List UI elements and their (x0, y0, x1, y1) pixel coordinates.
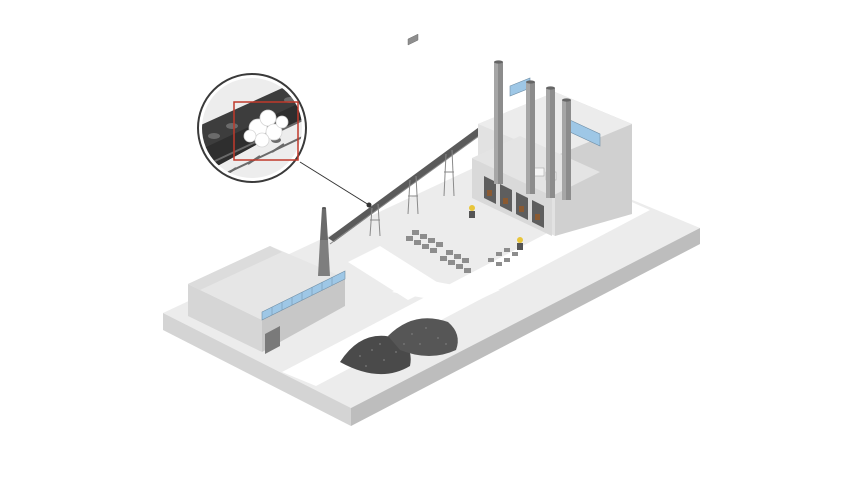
pallet-rows (406, 230, 518, 273)
warehouse-chimney (318, 207, 330, 276)
warehouse-door (265, 326, 280, 354)
smoke-cloud-icon (243, 109, 289, 148)
coal-pile-icon (340, 318, 458, 375)
coal-pile-front (340, 335, 411, 375)
smokestack-3 (546, 86, 555, 198)
worker-icon (517, 237, 523, 250)
smokestacks (494, 60, 571, 200)
smokestack-2 (526, 80, 535, 194)
warehouse-building (188, 246, 346, 354)
warehouse-face-front (188, 284, 262, 352)
callout-leader-line (299, 161, 370, 206)
magnifier-lens-icon (197, 73, 307, 183)
plant-bays (484, 176, 544, 228)
warehouse-roof (188, 246, 345, 320)
conveyor-bridge (328, 122, 492, 245)
yard-pallets (407, 33, 419, 46)
detection-highlight-box (233, 101, 299, 161)
ground-side-left (163, 313, 351, 426)
worker-icon (469, 205, 475, 218)
smokestack-1 (494, 60, 503, 184)
road-curve (392, 278, 500, 304)
smokestack-4 (562, 98, 571, 200)
conveyor-supports (369, 149, 455, 237)
warehouse-roof-ridge (188, 246, 282, 290)
warehouse-windows (261, 270, 346, 321)
warehouse-face-side (262, 278, 345, 352)
ground-side-right (351, 228, 700, 426)
coal-pile-back (388, 318, 458, 356)
